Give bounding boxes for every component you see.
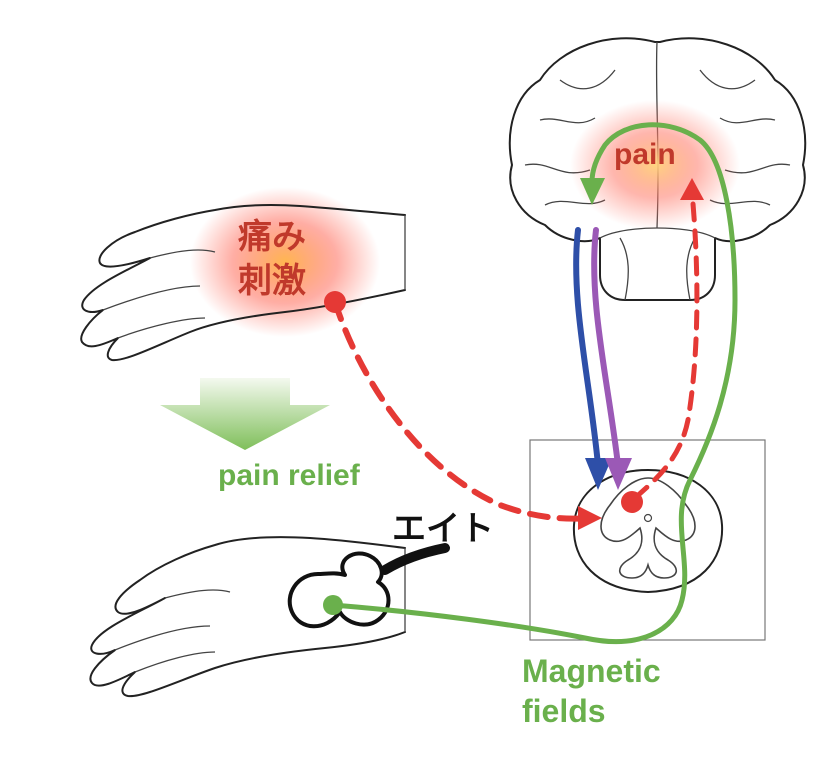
device-label: エイト bbox=[392, 509, 494, 549]
pain-signal-path bbox=[324, 178, 704, 530]
purple-arrowhead bbox=[605, 458, 632, 490]
blue-arrowhead bbox=[585, 458, 612, 490]
treated-hand bbox=[89, 536, 406, 698]
pain-relief-arrow bbox=[160, 378, 330, 450]
magnetic-label-line1: Magnetic bbox=[522, 653, 661, 689]
brain-pain-label: pain bbox=[614, 138, 676, 171]
pain-relief-label: pain relief bbox=[218, 459, 361, 492]
stimulus-label-line1: 痛み bbox=[238, 217, 306, 257]
spinal-point bbox=[621, 491, 643, 513]
stimulus-label-line2: 刺激 bbox=[238, 261, 306, 301]
blue-pathway bbox=[573, 227, 601, 468]
stimulus-point bbox=[324, 291, 346, 313]
purple-pathway bbox=[591, 227, 621, 468]
magnetic-label-line2: fields bbox=[522, 693, 606, 729]
descending-pathways bbox=[573, 227, 632, 490]
spinal-cord bbox=[529, 439, 766, 641]
device-point bbox=[323, 595, 343, 615]
magnetic-field-path bbox=[323, 122, 738, 644]
